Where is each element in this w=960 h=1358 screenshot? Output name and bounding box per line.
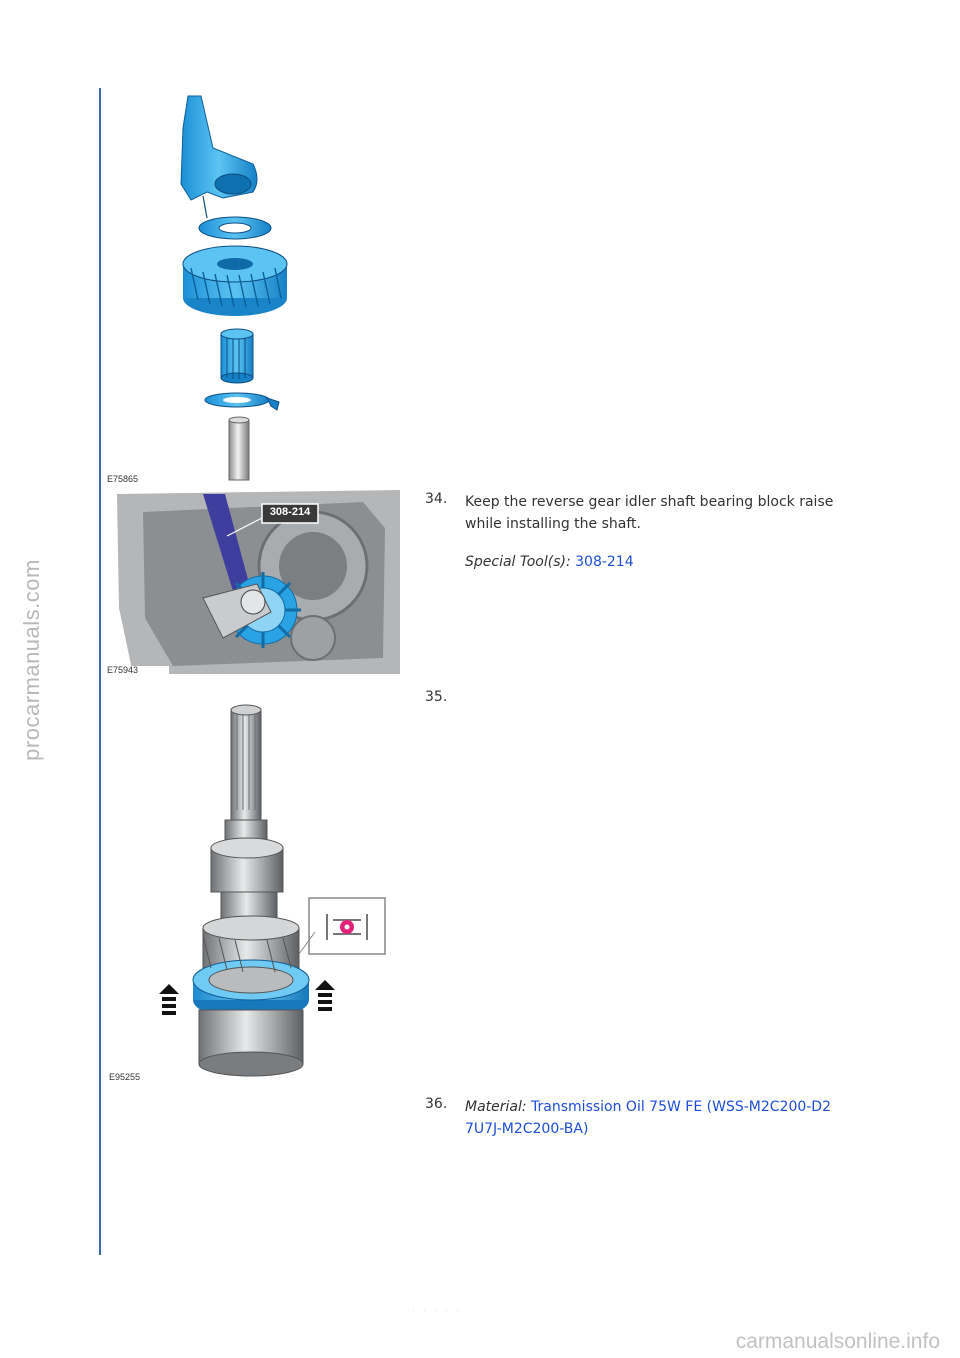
step-number: 36. <box>425 1096 448 1112</box>
margin-rule <box>99 88 101 1255</box>
step-number: 34. <box>425 491 448 507</box>
figure-idler-gear-assembly: E75865 <box>103 88 403 486</box>
step-34-line-2: while installing the shaft. <box>465 516 641 532</box>
figure-mainshaft: E95255 <box>103 700 403 1084</box>
figure-special-tool-photo: 308-214 E75943 <box>103 488 400 678</box>
figure-code: E75865 <box>107 474 139 484</box>
idler-assembly-illustration <box>180 95 288 481</box>
figure-code: E75943 <box>107 665 139 675</box>
side-watermark: procarmanuals.com <box>19 559 44 761</box>
figure-code: E95255 <box>109 1072 141 1082</box>
bottom-watermark: carmanualsonline.info <box>735 1330 940 1353</box>
step-number: 35. <box>425 689 448 705</box>
material-line: Material: Transmission Oil 75W FE (WSS-M… <box>465 1096 873 1118</box>
material-link-continued[interactable]: 7U7J-M2C200-BA) <box>465 1121 589 1137</box>
page-footer: · · · · · <box>412 1306 462 1315</box>
special-tools-label: Special Tool(s): <box>465 554 571 570</box>
special-tools-line: Special Tool(s): 308-214 <box>465 551 634 573</box>
material-link[interactable]: Transmission Oil 75W FE (WSS-M2C200-D2 <box>531 1099 831 1115</box>
gearbox-housing-photo <box>103 488 400 678</box>
special-tool-callout: 308-214 <box>269 506 311 518</box>
material-line-2: 7U7J-M2C200-BA) <box>465 1118 873 1140</box>
step-34-text: Keep the reverse gear idler shaft bearin… <box>465 491 885 535</box>
material-label: Material: <box>465 1099 527 1115</box>
step-34-line-1: Keep the reverse gear idler shaft bearin… <box>465 494 834 510</box>
mainshaft-illustration <box>159 704 386 1077</box>
special-tool-link[interactable]: 308-214 <box>575 554 634 570</box>
